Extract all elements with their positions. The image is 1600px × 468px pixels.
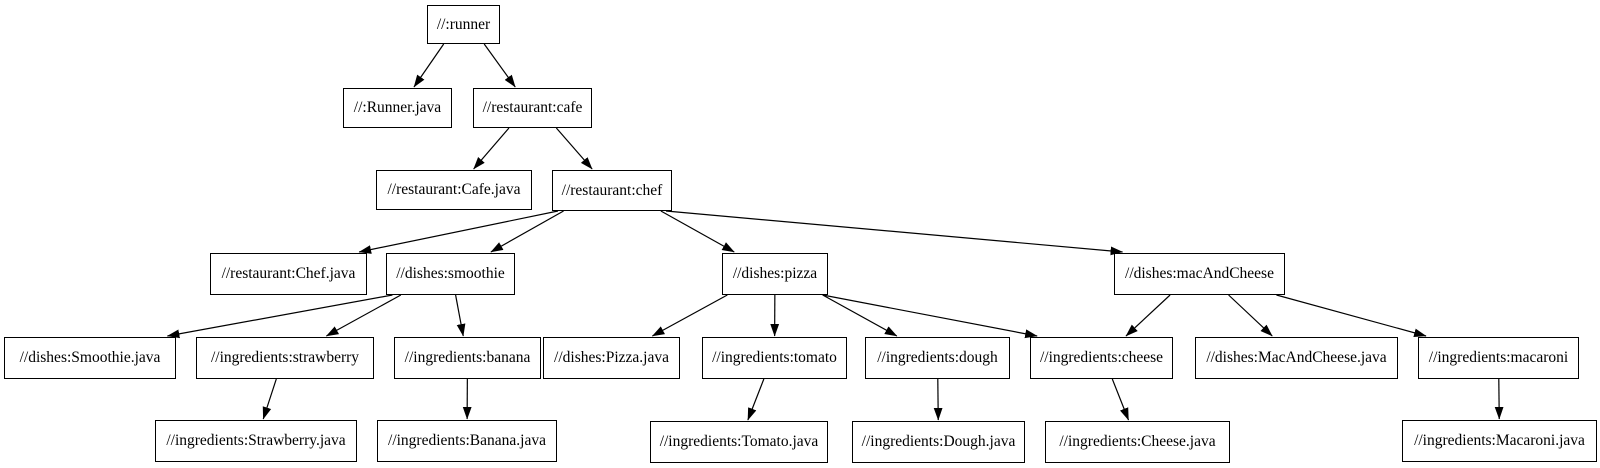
- graph-node-cheese: //ingredients:cheese: [1030, 337, 1173, 379]
- graph-node-banana: //ingredients:banana: [394, 337, 541, 379]
- graph-node-runner: //:runner: [427, 5, 500, 44]
- graph-node-pizza: //dishes:pizza: [722, 253, 828, 295]
- edge-chef-to-chef_java: [358, 210, 559, 254]
- graph-node-dough_java: //ingredients:Dough.java: [852, 421, 1025, 463]
- graph-node-macaroni: //ingredients:macaroni: [1418, 337, 1579, 379]
- graph-node-macandcheese_java: //dishes:MacAndCheese.java: [1195, 337, 1398, 379]
- edge-cafe-to-chef: [555, 127, 593, 170]
- edge-macandcheese-to-cheese: [1125, 294, 1171, 337]
- graph-node-tomato_java: //ingredients:Tomato.java: [650, 421, 828, 463]
- graph-node-macandcheese: //dishes:macAndCheese: [1114, 253, 1285, 295]
- edge-strawberry-to-strawberry_java: [262, 378, 277, 420]
- edge-smoothie-to-strawberry: [325, 294, 402, 337]
- graph-node-pizza_java: //dishes:Pizza.java: [543, 337, 680, 379]
- edge-pizza-to-cheese: [822, 294, 1038, 339]
- edge-pizza-to-pizza_java: [651, 294, 728, 337]
- graph-node-chef: //restaurant:chef: [552, 170, 672, 211]
- edge-macandcheese-to-macaroni: [1276, 294, 1427, 338]
- graph-node-strawberry_java: //ingredients:Strawberry.java: [155, 420, 357, 462]
- edge-tomato-to-tomato_java: [747, 378, 765, 421]
- edge-smoothie-to-smoothie_java: [166, 294, 393, 339]
- graph-node-cafe: //restaurant:cafe: [473, 88, 592, 128]
- graph-node-smoothie_java: //dishes:Smoothie.java: [4, 337, 176, 379]
- edge-macandcheese-to-macandcheese_java: [1228, 294, 1273, 337]
- graph-node-cheese_java: //ingredients:Cheese.java: [1045, 421, 1230, 463]
- graph-node-cafe_java: //restaurant:Cafe.java: [376, 170, 532, 210]
- graph-node-runner_java: //:Runner.java: [343, 88, 452, 128]
- edge-runner-to-runner_java: [413, 43, 445, 88]
- graph-node-strawberry: //ingredients:strawberry: [196, 337, 374, 379]
- graph-node-chef_java: //restaurant:Chef.java: [210, 253, 367, 295]
- edge-runner-to-cafe: [483, 43, 516, 88]
- edge-chef-to-macandcheese: [665, 210, 1124, 256]
- graph-node-macaroni_java: //ingredients:Macaroni.java: [1402, 420, 1597, 462]
- edge-pizza-to-dough: [822, 294, 898, 337]
- graph-node-dough: //ingredients:dough: [865, 337, 1010, 379]
- edge-cafe-to-cafe_java: [473, 127, 510, 170]
- graph-node-tomato: //ingredients:tomato: [702, 337, 847, 379]
- edge-chef-to-smoothie: [490, 210, 564, 253]
- edge-smoothie-to-banana: [455, 294, 466, 337]
- edge-cheese-to-cheese_java: [1111, 378, 1130, 421]
- graph-node-smoothie: //dishes:smoothie: [386, 253, 515, 295]
- edge-chef-to-pizza: [660, 210, 735, 253]
- graph-node-banana_java: //ingredients:Banana.java: [377, 420, 557, 462]
